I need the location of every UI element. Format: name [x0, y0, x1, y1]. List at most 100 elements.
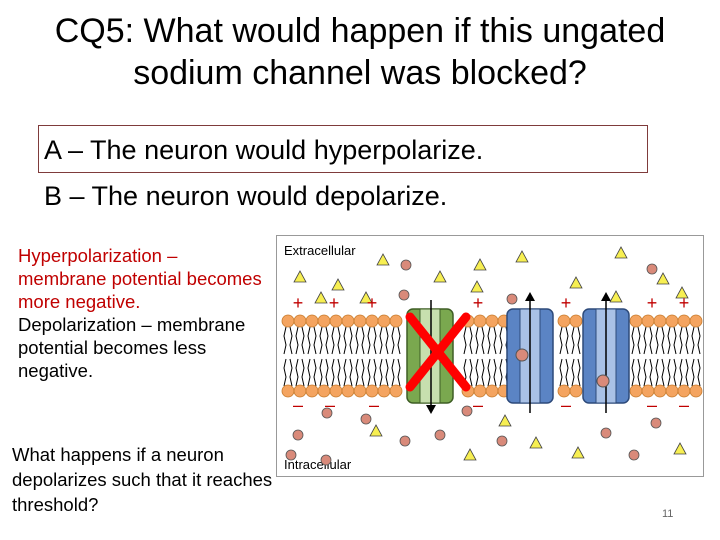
sodium-ion-triangle — [529, 436, 543, 449]
potassium-ion-circle — [321, 407, 333, 419]
phospholipid-head — [317, 314, 331, 328]
lipid-tail — [295, 358, 299, 387]
lipid-tail — [691, 326, 695, 355]
potassium-ion-circle — [600, 427, 612, 439]
phospholipid-head — [389, 314, 403, 328]
lipid-tail — [307, 358, 311, 387]
lipid-tail — [565, 326, 569, 355]
potassium-ion-circle — [285, 449, 297, 461]
positive-charge-sign: + — [561, 293, 572, 313]
lipid-tail — [391, 358, 395, 387]
lipid-tail — [307, 326, 311, 355]
negative-charge-sign: – — [561, 395, 571, 415]
lipid-tail — [313, 358, 317, 387]
lipid-tail — [373, 358, 377, 387]
lipid-tail — [499, 358, 503, 387]
lipid-tail — [679, 358, 683, 387]
lipid-tail — [637, 358, 641, 387]
positive-charge-sign: + — [647, 293, 658, 313]
lipid-tail — [649, 326, 653, 355]
potassium-ion-circle — [434, 429, 446, 441]
sodium-ion-triangle — [569, 276, 583, 289]
answer-option-b[interactable]: B – The neuron would depolarize. — [44, 181, 448, 211]
sodium-ion-triangle — [473, 258, 487, 271]
lipid-tail — [283, 326, 287, 355]
phospholipid-head — [485, 384, 499, 398]
phospholipid-head — [329, 314, 343, 328]
sodium-flow-arrowhead — [426, 405, 436, 414]
lipid-tail — [283, 358, 287, 387]
sodium-ion-triangle — [359, 291, 373, 304]
sodium-ion-triangle — [515, 250, 529, 263]
lipid-tail — [349, 358, 353, 387]
potassium-arrowhead-1 — [525, 292, 535, 301]
lipid-tail — [685, 358, 689, 387]
lipid-tail — [475, 326, 479, 355]
phospholipid-head — [665, 314, 679, 328]
lipid-tail — [469, 358, 473, 387]
negative-charge-sign: – — [369, 395, 379, 415]
phospholipid-head — [473, 314, 487, 328]
sodium-ion-triangle — [314, 291, 328, 304]
lipid-tail — [379, 358, 383, 387]
phospholipid-head — [281, 314, 295, 328]
sodium-ion-triangle — [498, 414, 512, 427]
lipid-tail — [367, 326, 371, 355]
lipid-tail — [301, 326, 305, 355]
potassium-ion-circle — [646, 263, 658, 275]
lipid-tail — [355, 326, 359, 355]
lipid-tail — [349, 326, 353, 355]
intracellular-label: Intracellular — [284, 457, 352, 472]
slide-title: CQ5: What would happen if this ungated s… — [54, 12, 666, 92]
lipid-tails — [283, 326, 701, 387]
definitions-block: Hyperpolarization – membrane potential b… — [18, 244, 268, 382]
lipid-tail — [481, 358, 485, 387]
lipid-tail — [289, 326, 293, 355]
sodium-ion-triangle — [656, 272, 670, 285]
lipid-tail — [493, 358, 497, 387]
potassium-arrowhead-2 — [601, 292, 611, 301]
lipid-tail — [385, 326, 389, 355]
phospholipid-head — [569, 384, 583, 398]
lipid-tail — [631, 358, 635, 387]
phospholipid-head — [557, 314, 571, 328]
phospholipid-head — [293, 314, 307, 328]
potassium-ion-in-channel — [515, 348, 529, 362]
potassium-ion-circle — [628, 449, 640, 461]
lipid-tail — [631, 326, 635, 355]
phospholipid-head — [629, 314, 643, 328]
lipid-tail — [565, 358, 569, 387]
phospholipid-head — [341, 314, 355, 328]
phospholipid-head — [377, 384, 391, 398]
phospholipid-head — [689, 384, 703, 398]
lipid-tail — [577, 358, 581, 387]
lipid-tail — [655, 326, 659, 355]
lipid-tail — [487, 326, 491, 355]
membrane-charges: +++++++––––––– — [293, 293, 690, 415]
negative-charge-sign: – — [325, 395, 335, 415]
potassium-ion-circle — [650, 417, 662, 429]
lipid-tail — [385, 358, 389, 387]
lipid-tail — [679, 326, 683, 355]
phospholipid-head — [665, 384, 679, 398]
lipid-tail — [661, 358, 665, 387]
lipid-tail — [667, 326, 671, 355]
lipid-tail — [685, 326, 689, 355]
lipid-tail — [337, 326, 341, 355]
phospholipid-head — [389, 384, 403, 398]
lipid-tail — [487, 358, 491, 387]
potassium-ion-circle — [320, 454, 332, 466]
phospholipid-head — [305, 314, 319, 328]
lipid-tail — [331, 326, 335, 355]
phospholipid-head — [353, 384, 367, 398]
lipid-tail — [559, 326, 563, 355]
positive-charge-sign: + — [367, 293, 378, 313]
phospholipid-head — [641, 314, 655, 328]
lipid-tail — [655, 358, 659, 387]
ions-layer — [285, 246, 689, 466]
block-x-icon — [405, 312, 471, 392]
answer-option-a[interactable]: A – The neuron would hyperpolarize. — [44, 135, 484, 165]
lipid-tail — [667, 358, 671, 387]
lipid-tail — [649, 358, 653, 387]
phospholipid-head — [377, 314, 391, 328]
